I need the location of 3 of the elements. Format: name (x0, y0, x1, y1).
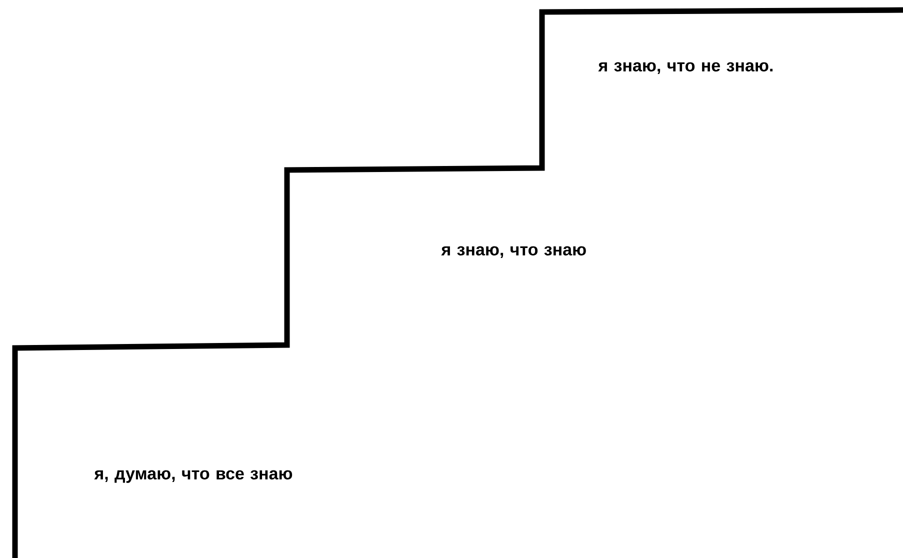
step-label: я знаю, что не знаю. (598, 62, 773, 74)
step-label: я, думаю, что все знаю (94, 470, 292, 483)
step-label: я знаю, что знаю (441, 246, 586, 258)
